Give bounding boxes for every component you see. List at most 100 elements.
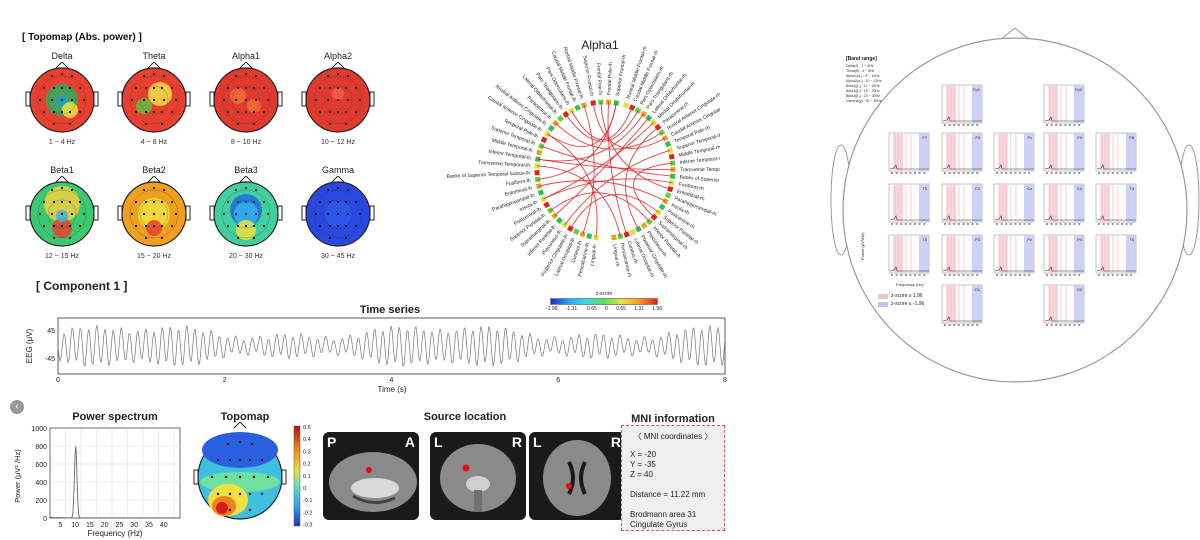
- topomap-head: [25, 176, 99, 247]
- region-node: [598, 99, 604, 105]
- band-range-item: Alpha1(α₁) : 8 ~ 10Hz: [846, 74, 880, 78]
- topomap-head: [117, 176, 191, 247]
- legend-negative-swatch: [878, 301, 888, 307]
- xtick: 4: [390, 377, 394, 384]
- region-node: [547, 124, 555, 132]
- region-node: [661, 134, 669, 142]
- mni-z: Z = 40: [630, 470, 653, 479]
- zscore-colorbar: [550, 298, 658, 305]
- connectivity-link: [625, 126, 659, 230]
- topomap-section-title: [ Topomap (Abs. power) ]: [22, 32, 142, 43]
- connectivity-link: [582, 105, 595, 235]
- time-series-xlabel: Time (s): [377, 385, 406, 394]
- connectivity-link: [537, 102, 617, 180]
- colorbar-tick: 0.5: [303, 425, 311, 431]
- channel-spectrum-t3: T3: [888, 183, 930, 225]
- colorbar-tick: 1.96: [652, 306, 662, 312]
- channel-label: C3: [975, 186, 981, 191]
- topomap-range: 10 ~ 12 Hz: [320, 139, 356, 146]
- region-label: Banks of Superior Temporal Sulcus-lh: [446, 170, 530, 179]
- region-node: [540, 136, 548, 144]
- channel-spectrum-t6: T6: [1095, 234, 1137, 276]
- legend-negative-label: z-score ≤ -1.96: [891, 301, 925, 307]
- xtick: 40: [160, 522, 168, 529]
- mri-orientation-right: R: [511, 434, 522, 450]
- region-node: [543, 130, 551, 138]
- channel-spectrum-o2: O2: [1043, 284, 1085, 326]
- region-node: [579, 231, 586, 238]
- power-spectrum-ylabel: Power (μV² /Hz): [13, 449, 22, 503]
- topomap-range: 15 ~ 20 Hz: [136, 253, 172, 260]
- channel-spectrum-f8: F8: [1095, 132, 1137, 174]
- region-node: [573, 228, 580, 236]
- topomap-range: 1 ~ 4 Hz: [48, 139, 76, 146]
- ytick: -45: [45, 356, 55, 363]
- region-node: [580, 102, 588, 109]
- region-node: [622, 102, 630, 109]
- connectivity-link: [537, 165, 621, 237]
- topomap-range: 8 ~ 10 Hz: [230, 139, 262, 146]
- xtick: 15: [86, 522, 94, 529]
- region-label: Transverse Temporal-rh: [680, 167, 720, 173]
- topomap-head: [209, 176, 283, 247]
- mri-orientation-right: A: [404, 434, 415, 450]
- channel-spectrum-t4: T4: [1095, 183, 1137, 225]
- channel-label: T5: [922, 237, 927, 242]
- region-node: [586, 233, 593, 240]
- ytick: 0: [43, 516, 47, 523]
- xtick: 10: [71, 522, 79, 529]
- region-node: [574, 104, 581, 112]
- connectivity-link: [633, 162, 673, 218]
- channel-spectrum-fp2: Fp2: [1043, 84, 1085, 126]
- channel-label: F3: [975, 135, 980, 140]
- channel-spectrum-t5: T5: [888, 234, 930, 276]
- back-button[interactable]: ‹: [10, 400, 24, 414]
- legend-positive-label: z-score ≥ 1.96: [891, 293, 923, 299]
- connectivity-link: [565, 110, 639, 142]
- ytick: 200: [35, 498, 47, 505]
- ytick: 1000: [31, 426, 47, 433]
- mri-orientation-right: R: [610, 434, 621, 450]
- band-range-item: Beta3(β₃) : 20 ~ 30Hz: [846, 94, 880, 98]
- band-range-item: Alpha2(α₂) : 10 ~ 12Hz: [846, 79, 882, 83]
- xtick: 8: [723, 377, 727, 384]
- channel-spectrum-fp1: Fp1: [941, 84, 983, 126]
- channel-label: F7: [922, 135, 927, 140]
- mni-subtitle: 〈 MNI coordinates 〉: [633, 432, 713, 441]
- region-node: [535, 183, 542, 190]
- region-label: Fusiform-lh: [506, 178, 532, 187]
- channel-spectrum-f7: F7: [888, 132, 930, 174]
- region-node: [568, 107, 575, 115]
- region-node: [534, 156, 541, 163]
- colorbar-tick: 0.4: [303, 437, 311, 443]
- xtick: 25: [116, 522, 124, 529]
- topomap-head: [117, 62, 191, 133]
- band-range-item: Gamma(γ) : 30 ~ 45Hz: [846, 99, 882, 103]
- region-label: Lingual-rh: [611, 244, 620, 267]
- channel-spectrum-fz: Fz: [993, 132, 1035, 174]
- xtick: 2: [223, 377, 227, 384]
- xtick: 30: [130, 522, 138, 529]
- channel-spectrum-c4: C4: [1043, 183, 1085, 225]
- ytick: 600: [35, 462, 47, 469]
- region-node: [534, 176, 541, 183]
- mni-y: Y = -35: [630, 460, 656, 469]
- connectivity-link: [570, 194, 659, 229]
- mni-info-box: 〈 MNI coordinates 〉 X = -20 Y = -35 Z = …: [621, 425, 725, 531]
- mri-slice: [329, 452, 417, 512]
- channel-label: T6: [1129, 237, 1134, 242]
- band-range-item: Delta(δ) : 1 ~ 4Hz: [846, 64, 874, 68]
- connectivity-link: [537, 158, 674, 171]
- time-series-frame: [57, 317, 726, 375]
- region-node: [555, 217, 564, 225]
- colorbar-tick: 0.3: [303, 449, 311, 455]
- colorbar-tick: -0.3: [303, 523, 312, 529]
- source-location-title: Source location: [423, 411, 507, 423]
- xtick: 35: [145, 522, 153, 529]
